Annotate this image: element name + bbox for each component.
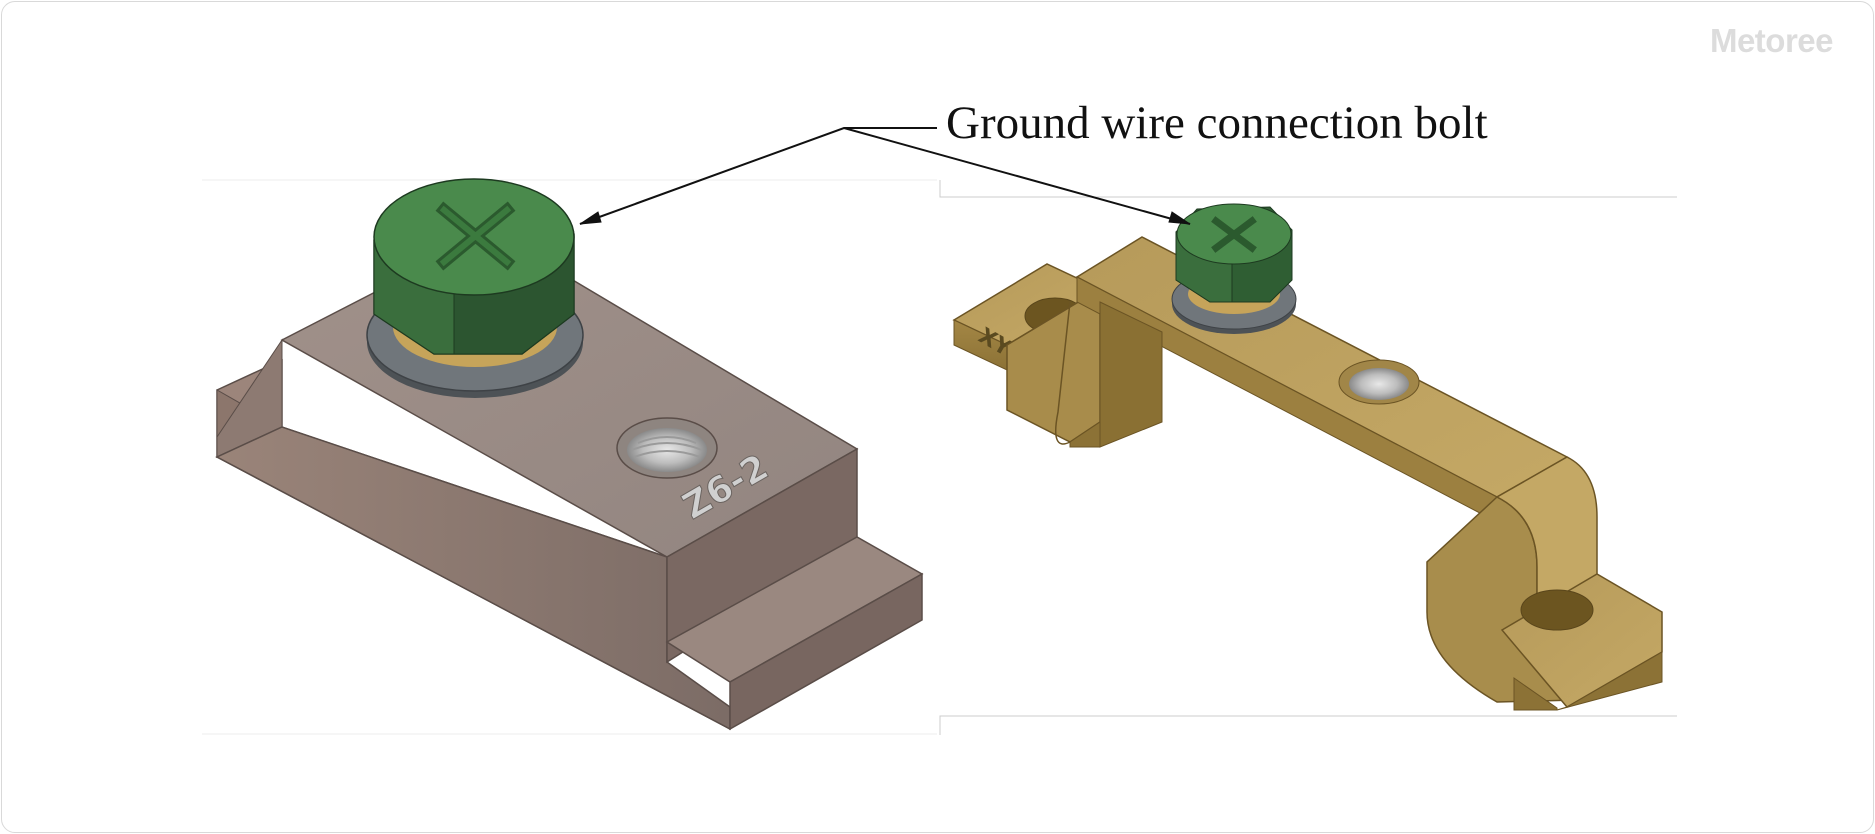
right-flange-side [729, 572, 923, 731]
arrowhead-left-icon [579, 211, 602, 225]
right-panel-top-edge [939, 180, 1677, 198]
callout-leaders [579, 127, 1191, 225]
callout-label: Ground wire connection bolt [946, 97, 1488, 149]
strap-threaded-hole-icon [1349, 368, 1409, 400]
leader-line-left [579, 127, 937, 225]
ground-strap-right: XY8-2 [952, 203, 1663, 711]
right-panel-bottom-edge [939, 715, 1677, 735]
thread-lines [631, 436, 703, 458]
ground-block-left: Z6-2 [215, 178, 924, 731]
right-foot-side [1556, 651, 1663, 711]
leader-line-right [843, 127, 1191, 225]
arrowhead-right-icon [1168, 211, 1191, 225]
right-foot-hole [1520, 589, 1594, 631]
strap-cross-slot-icon [1211, 216, 1257, 253]
brand-logo: Metoree [1709, 22, 1834, 59]
